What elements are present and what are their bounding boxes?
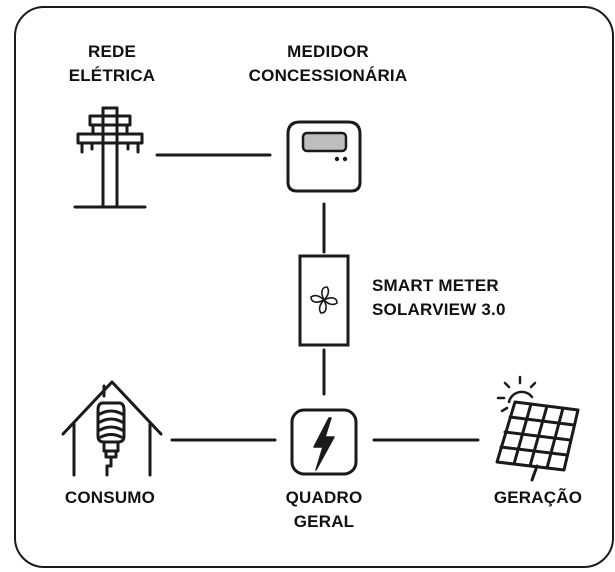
label-consumo: CONSUMO (64, 488, 156, 507)
power-pole-icon (73, 106, 147, 209)
label-medidor-concessionaria: MEDIDOR CONCESSIONÁRIA (248, 42, 408, 85)
label-smart-meter: SMART METER SOLARVIEW 3.0 (372, 276, 506, 319)
house-lightbulb-icon (61, 380, 163, 477)
solar-panel-sun-icon (495, 375, 580, 482)
electricity-meter-icon (286, 120, 362, 193)
label-geracao: GERAÇÃO (493, 488, 583, 507)
lightning-panel-icon (290, 408, 358, 476)
label-quadro-geral: QUADRO GERAL (285, 488, 363, 531)
label-rede-eletrica: REDE ELÉTRICA (68, 42, 156, 85)
smart-meter-device-icon (298, 254, 350, 347)
